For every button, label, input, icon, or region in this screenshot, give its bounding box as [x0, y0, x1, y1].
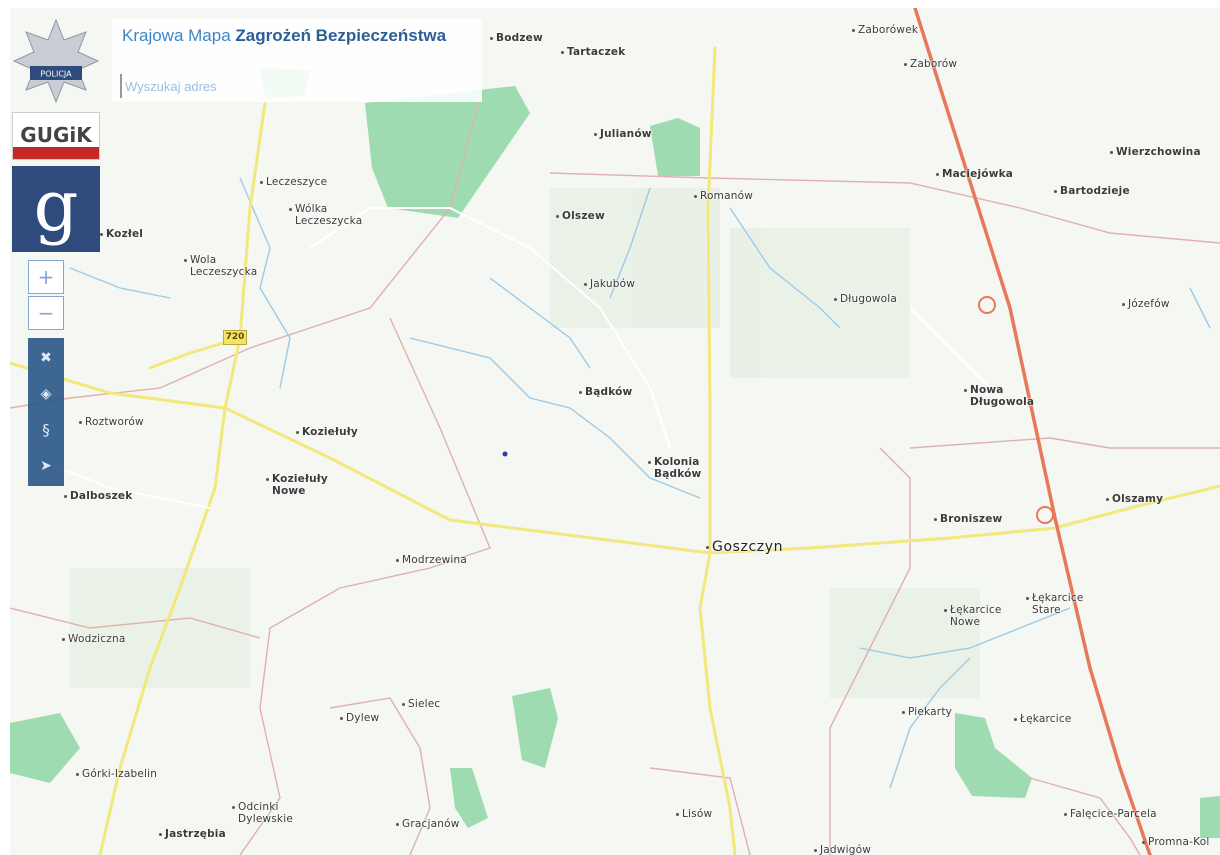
map-toolbar: ✖ ◈ § ➤	[28, 338, 64, 486]
forest-area	[955, 713, 1032, 798]
place-label: Kolonia Bądków	[647, 456, 702, 480]
map-base-layer	[10, 8, 1220, 855]
tag-button[interactable]: ➤	[28, 448, 64, 484]
place-label: Wodziczna	[61, 633, 126, 645]
forest-area	[450, 768, 488, 828]
place-label: Piekarty	[901, 706, 953, 718]
place-label: Bartodzieje	[1054, 185, 1130, 197]
expressway-junction-icon	[1036, 506, 1054, 524]
zoom-out-button[interactable]: −	[28, 296, 64, 330]
app-title: Krajowa Mapa Zagrożeń Bezpieczeństwa	[122, 26, 446, 46]
place-label: Wólka Leczeszycka	[288, 203, 363, 227]
app-title-prefix: Krajowa Mapa	[122, 26, 236, 45]
place-label: Nowa Długowola	[963, 384, 1035, 408]
app-title-bold: Zagrożeń Bezpieczeństwa	[235, 26, 447, 45]
place-label: Broniszew	[933, 513, 1003, 525]
map-canvas[interactable]: 720 Bodzew Tartaczek Zaborówek Zaborów J…	[10, 8, 1220, 855]
place-label: Falęcice-Parcela	[1064, 808, 1157, 820]
paragraph-icon: §	[42, 421, 50, 439]
fullscreen-icon: ✖	[40, 350, 52, 366]
place-label: Modrzewina	[395, 554, 468, 566]
place-label-town: Goszczyn	[705, 539, 784, 555]
place-label: Jastrzębia	[159, 828, 226, 840]
place-label: Lisów	[675, 808, 713, 820]
geoportal-logo-text: g	[34, 166, 79, 247]
place-label: Olszamy	[1105, 493, 1164, 505]
place-label: Romanów	[694, 190, 753, 202]
fullscreen-button[interactable]: ✖	[28, 340, 64, 376]
place-label: Promna-Kol	[1141, 836, 1210, 848]
locate-button[interactable]: ◈	[28, 376, 64, 412]
place-label: Koziełuły	[296, 426, 358, 438]
forest-area	[1200, 796, 1220, 838]
place-label: Łękarcice	[1014, 713, 1072, 725]
place-label: Gracjanów	[395, 818, 460, 830]
zoom-in-button[interactable]: +	[28, 260, 64, 294]
place-label: Dylew	[339, 712, 380, 724]
police-logo[interactable]: POLICJA	[12, 18, 100, 104]
place-label: Długowola	[834, 293, 897, 305]
place-label: Tartaczek	[560, 46, 626, 58]
geoportal-g-icon: g	[34, 165, 79, 247]
place-label: Józefów	[1122, 298, 1170, 310]
place-label: Bodzew	[490, 32, 543, 44]
gugik-logo[interactable]: GUGiK	[12, 112, 100, 160]
place-label: Sielec	[401, 698, 441, 710]
place-label: Jadwigów	[814, 844, 871, 855]
police-logo-text: POLICJA	[40, 70, 72, 79]
place-label: Koziełuły Nowe	[266, 473, 328, 497]
place-label: Łękarcice Stare	[1026, 592, 1084, 616]
place-label: Wierzchowina	[1110, 146, 1201, 158]
place-label: Olszew	[556, 210, 605, 222]
place-label: Górki-Izabelin	[75, 768, 158, 780]
forest-area	[650, 118, 700, 176]
place-label: Jakubów	[583, 278, 636, 290]
police-star-icon: POLICJA	[12, 18, 100, 104]
header-panel: Krajowa Mapa Zagrożeń Bezpieczeństwa	[112, 18, 482, 102]
place-label: Leczeszyce	[259, 176, 328, 188]
place-label: Dalboszek	[63, 490, 133, 502]
place-label: Julianów	[594, 128, 652, 140]
gugik-logo-text: GUGiK	[20, 123, 92, 147]
forest-area	[512, 688, 558, 768]
place-label: Zaborów	[903, 58, 958, 70]
place-label: Bądków	[578, 386, 633, 398]
place-label: Zaborówek	[851, 24, 919, 36]
minus-icon: −	[37, 301, 55, 325]
address-search-input[interactable]	[120, 74, 479, 98]
legal-info-button[interactable]: §	[28, 412, 64, 448]
gugik-logo-bar	[13, 147, 99, 159]
plus-icon: +	[37, 265, 55, 289]
place-label: Roztworów	[79, 416, 144, 428]
geoportal-logo[interactable]: g	[12, 165, 100, 252]
tag-icon: ➤	[40, 458, 52, 474]
place-label: Odcinki Dylewskie	[232, 801, 293, 825]
place-label: Kozłel	[99, 228, 144, 240]
expressway-junction-icon	[978, 296, 996, 314]
forest-area	[365, 86, 530, 218]
place-label: Maciejówka	[935, 168, 1014, 180]
forest-area	[10, 713, 80, 783]
place-label: Wola Leczeszycka	[183, 254, 258, 278]
locate-icon: ◈	[40, 386, 52, 402]
place-label: Łękarcice Nowe	[944, 604, 1002, 628]
road-number-badge: 720	[223, 330, 247, 345]
